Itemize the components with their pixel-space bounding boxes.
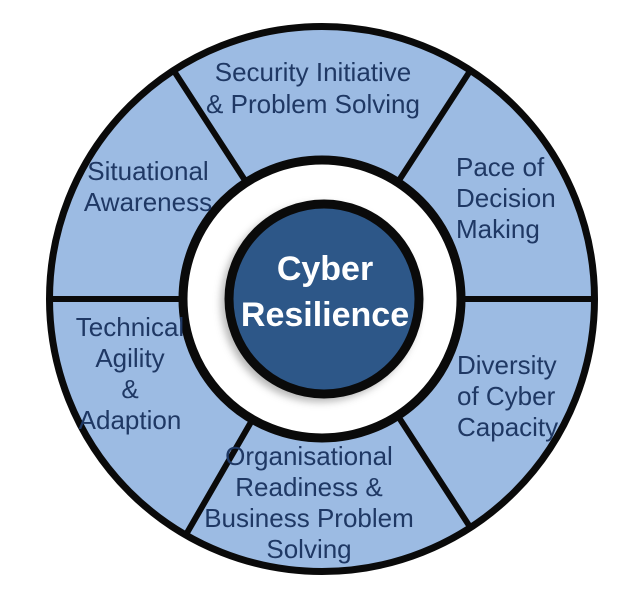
segment-label-pace-of-decision-making: Pace of Decision Making — [456, 152, 556, 244]
segment-label-organisational-readiness: Organisational Readiness & Business Prob… — [204, 441, 414, 564]
core-label-cyber-resilience: Cyber Resilience — [240, 250, 410, 334]
segment-label-technical-agility-adaption: Technical Agility & Adaption — [75, 312, 185, 435]
segment-label-diversity-of-cyber-capacity: Diversity of Cyber Capacity — [457, 350, 559, 442]
core-circle — [224, 199, 424, 399]
segment-label-situational-awareness: Situational Awareness — [83, 156, 213, 217]
segment-label-security-initiative: Security Initiative & Problem Solving — [206, 57, 420, 119]
